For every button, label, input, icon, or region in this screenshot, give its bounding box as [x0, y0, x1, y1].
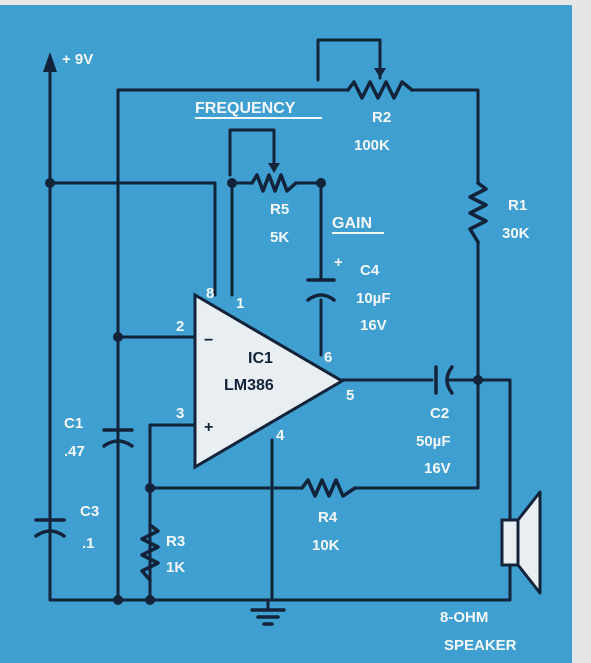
capacitor-c2-symbol	[434, 365, 454, 395]
c3-name: C3	[80, 503, 99, 520]
ic1-pin-6: 6	[324, 349, 332, 366]
ic1-pin-5: 5	[346, 387, 354, 404]
speaker-icon	[500, 490, 542, 595]
ic1-minus-sign: −	[204, 332, 213, 349]
speaker-label-line2: SPEAKER	[444, 637, 517, 654]
r2-wiper-arrow-icon	[374, 68, 386, 78]
ic1-pin-8: 8	[206, 285, 214, 302]
wires	[48, 38, 512, 610]
c4-value: 10µF	[356, 290, 391, 307]
c2-value: 50µF	[416, 433, 451, 450]
gain-label: GAIN	[332, 215, 372, 232]
supply-label: + 9V	[62, 51, 93, 68]
ic1-plus-sign: +	[204, 419, 213, 436]
r4-name: R4	[318, 509, 338, 526]
r2-name: R2	[372, 109, 391, 126]
ic1-name: IC1	[248, 350, 273, 367]
frequency-label: FREQUENCY	[195, 100, 296, 117]
r1-value: 30K	[502, 225, 530, 242]
resistor-r2-symbol	[346, 80, 414, 100]
speaker-label-line1: 8-OHM	[440, 609, 488, 626]
junctions	[45, 178, 483, 605]
capacitor-c3-symbol	[34, 518, 66, 538]
r3-name: R3	[166, 533, 185, 550]
c4-voltage: 16V	[360, 317, 387, 334]
c1-value: .47	[64, 443, 85, 460]
ic1-pin-3: 3	[176, 405, 184, 422]
c4-polarity: +	[334, 254, 343, 271]
r5-name: R5	[270, 201, 289, 218]
resistor-r3-symbol	[140, 523, 160, 582]
r5-value: 5K	[270, 229, 289, 246]
capacitor-c1-symbol	[102, 428, 134, 448]
frame-top	[0, 0, 591, 5]
resistor-r5-symbol	[250, 173, 298, 193]
ic1-pin-4: 4	[276, 427, 285, 444]
r5-wiper-arrow-icon	[268, 163, 280, 173]
supply-arrow-icon	[43, 52, 57, 72]
c2-name: C2	[430, 405, 449, 422]
ground-icon	[250, 608, 286, 626]
r4-value: 10K	[312, 537, 340, 554]
r1-name: R1	[508, 197, 527, 214]
r3-value: 1K	[166, 559, 185, 576]
c2-voltage: 16V	[424, 460, 451, 477]
ic1-pin-2: 2	[176, 318, 184, 335]
resistor-r4-symbol	[300, 478, 357, 498]
capacitor-c4-symbol	[306, 278, 336, 302]
c3-value: .1	[82, 535, 95, 552]
ic1-part: LM386	[224, 377, 274, 394]
ic1-pin-1: 1	[236, 295, 244, 312]
r2-value: 100K	[354, 137, 390, 154]
c4-name: C4	[360, 262, 380, 279]
ic1-op-amp-triangle	[193, 292, 345, 470]
resistor-r1-symbol	[468, 181, 488, 244]
c1-name: C1	[64, 415, 83, 432]
frame-right	[572, 0, 591, 663]
